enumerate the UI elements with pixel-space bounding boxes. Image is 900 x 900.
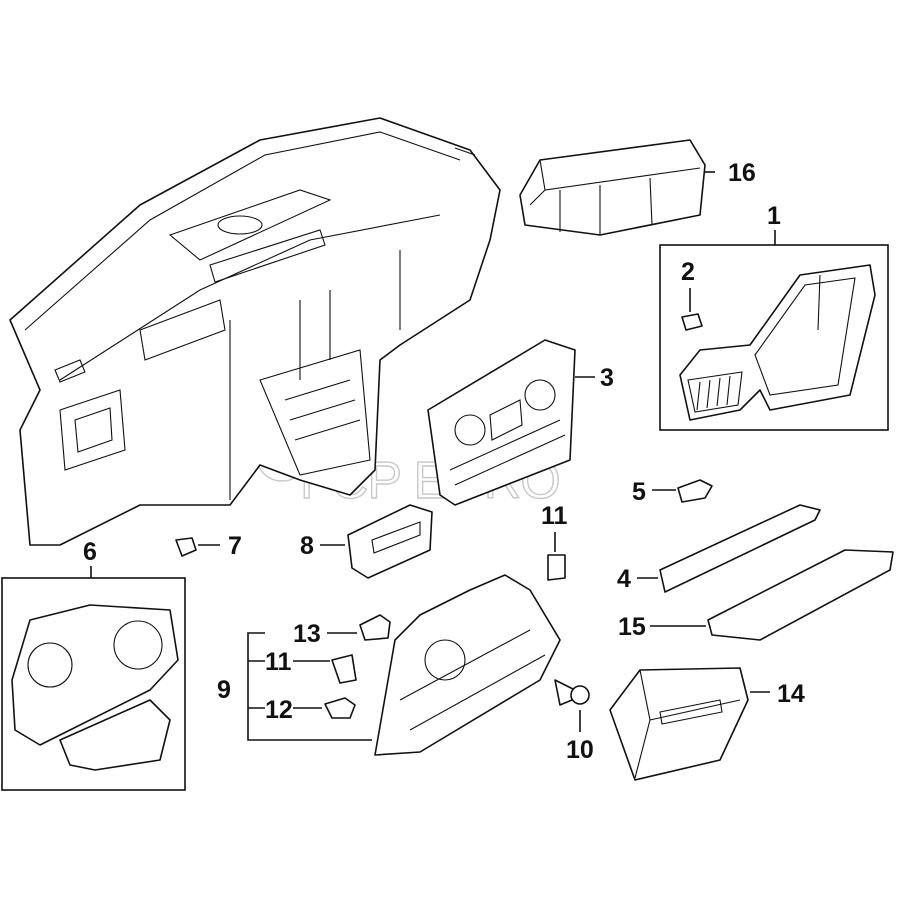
callout-3: 3 (600, 364, 614, 392)
part-11-bracket-lower (331, 654, 357, 684)
callout-2: 2 (681, 258, 695, 286)
part-16-airbag (519, 139, 706, 236)
part-8-switch-panel (347, 504, 433, 579)
callout-9: 9 (217, 676, 231, 704)
callout-12: 12 (265, 696, 293, 724)
callout-8: 8 (300, 532, 314, 560)
callout-13: 13 (293, 620, 321, 648)
callout-6: 6 (83, 538, 97, 566)
part-11-bracket-upper (547, 554, 566, 581)
callout-5: 5 (632, 478, 646, 506)
callout-14: 14 (777, 680, 805, 708)
callout-7: 7 (228, 532, 242, 560)
callout-16: 16 (728, 159, 756, 187)
dashboard-assembly (9, 117, 501, 546)
part-3-climate-bezel (427, 339, 576, 506)
part-2-switch (681, 313, 703, 331)
part-1-trim-panel (679, 264, 876, 421)
part-14-glove-box-door (609, 667, 749, 781)
part-4-trim-strip (659, 504, 821, 593)
callout-11-lower: 11 (265, 648, 292, 676)
part-9-glove-box-housing (374, 574, 561, 756)
callout-11-upper: 11 (541, 502, 568, 530)
part-5-clip (677, 479, 713, 503)
callout-15: 15 (618, 613, 646, 641)
callout-10: 10 (566, 736, 594, 764)
callout-box-6 (1, 577, 186, 791)
part-15-trim-panel (707, 549, 894, 641)
part-13-striker (359, 614, 391, 641)
part-6-instrument-cluster (11, 604, 179, 771)
callout-box-1 (659, 244, 889, 431)
part-7-clip (175, 537, 197, 557)
bracket-9 (247, 632, 372, 741)
callout-1: 1 (767, 202, 781, 230)
callout-4: 4 (617, 565, 631, 593)
part-12-latch (324, 697, 356, 719)
